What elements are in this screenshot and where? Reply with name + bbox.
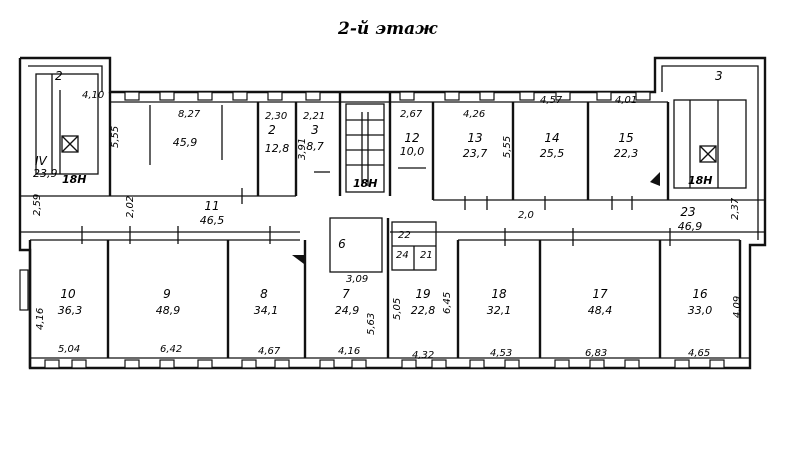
room-area: 10,0 bbox=[400, 145, 425, 158]
room-area: 12,8 bbox=[265, 142, 290, 155]
dimension-labels: 4,10 5,55 8,27 2,30 2,21 2,67 4,26 4,57 … bbox=[32, 90, 743, 361]
dimension: 4,65 bbox=[688, 348, 710, 359]
stair-label: 18Н bbox=[688, 174, 713, 187]
room-area: 33,0 bbox=[688, 304, 713, 317]
dimension: 3,09 bbox=[346, 274, 368, 285]
room-number: 12 bbox=[404, 131, 419, 145]
room-area: 24,9 bbox=[335, 304, 360, 317]
corner-labels: 2 3 bbox=[55, 69, 723, 83]
room-number: 18 bbox=[491, 287, 507, 301]
corner-label: 2 bbox=[55, 69, 63, 83]
room-number: 13 bbox=[467, 131, 482, 145]
dimension: 4,57 bbox=[540, 95, 563, 106]
side-window bbox=[19, 269, 29, 311]
room-number: 14 bbox=[544, 131, 559, 145]
dimension: 6,42 bbox=[160, 344, 182, 355]
dimension: 6,83 bbox=[585, 348, 607, 359]
room-number: 17 bbox=[592, 287, 608, 301]
dimension: 4,01 bbox=[615, 95, 637, 106]
corridor bbox=[20, 195, 765, 233]
room-area: 48,4 bbox=[588, 304, 613, 317]
room-area: 48,9 bbox=[156, 304, 181, 317]
room-area: 36,3 bbox=[58, 304, 83, 317]
room-area: 22,8 bbox=[411, 304, 436, 317]
dimension: 4,26 bbox=[463, 109, 485, 120]
corner-label: 3 bbox=[715, 69, 723, 83]
room-area: 46,5 bbox=[200, 214, 225, 227]
room-number: 3 bbox=[311, 123, 319, 137]
upper-room-labels: 45,9 2 12,8 3 8,7 11 46,5 12 10,0 13 23,… bbox=[33, 123, 702, 233]
dimension: 2,67 bbox=[400, 109, 423, 120]
room-area: 32,1 bbox=[487, 304, 512, 317]
dimension: 4,67 bbox=[258, 346, 281, 357]
dimension: 5,55 bbox=[502, 136, 513, 158]
room-area: 46,9 bbox=[678, 220, 703, 233]
dimension: 4,10 bbox=[82, 90, 104, 101]
room-area: 23,7 bbox=[463, 147, 488, 160]
center-staircase bbox=[345, 103, 385, 193]
plan-title: 2-й этаж bbox=[337, 19, 438, 39]
room-number: 16 bbox=[692, 287, 708, 301]
dimension: 8,27 bbox=[178, 109, 201, 120]
room-number: 2 bbox=[268, 123, 276, 137]
room-area: 45,9 bbox=[173, 136, 198, 149]
room-number: 15 bbox=[618, 131, 633, 145]
upper-room-walls bbox=[108, 92, 670, 201]
room-area: 22,3 bbox=[614, 147, 639, 160]
small-room-label: 24 bbox=[396, 250, 409, 261]
top-windows bbox=[124, 91, 651, 101]
dimension: 6,45 bbox=[442, 292, 453, 314]
dimension: 4,32 bbox=[412, 350, 434, 361]
room-area: 8,7 bbox=[306, 140, 324, 153]
stair-label: 18Н bbox=[353, 177, 378, 190]
left-staircase bbox=[35, 73, 99, 175]
room-number: 8 bbox=[260, 287, 268, 301]
dimension: 2,0 bbox=[518, 210, 534, 221]
dimension: 2,02 bbox=[125, 196, 136, 218]
room-number: 11 bbox=[204, 199, 219, 213]
dimension: 2,37 bbox=[730, 197, 741, 220]
room-area: 25,5 bbox=[540, 147, 565, 160]
dimension: 5,55 bbox=[110, 126, 121, 148]
lower-room-labels: 10 36,3 9 48,9 8 34,1 7 24,9 6 19 22,8 1… bbox=[58, 230, 713, 317]
dimension: 4,53 bbox=[490, 348, 512, 359]
door-marks bbox=[81, 167, 671, 264]
bottom-windows bbox=[44, 359, 725, 369]
dimension: 5,05 bbox=[392, 298, 403, 320]
small-room-label: 21 bbox=[420, 250, 433, 261]
dimension: 2,21 bbox=[303, 111, 325, 122]
room-area: 23,9 bbox=[33, 167, 58, 180]
room-number: IV bbox=[35, 154, 48, 168]
dimension: 4,16 bbox=[35, 308, 46, 330]
room-number: 19 bbox=[415, 287, 430, 301]
room-number: 7 bbox=[342, 287, 350, 301]
dimension: 5,04 bbox=[58, 344, 80, 355]
dimension: 3,91 bbox=[297, 138, 308, 160]
dimension: 4,16 bbox=[338, 346, 360, 357]
dimension: 2,30 bbox=[265, 111, 287, 122]
room-number: 9 bbox=[163, 287, 171, 301]
dimension: 4,09 bbox=[732, 296, 743, 318]
lower-room-walls bbox=[28, 217, 750, 368]
small-room-label: 22 bbox=[398, 230, 411, 241]
room-number: 23 bbox=[680, 205, 695, 219]
dimension: 2,59 bbox=[32, 194, 43, 216]
room-number: 6 bbox=[338, 237, 346, 251]
dimension: 5,63 bbox=[366, 313, 377, 335]
right-staircase bbox=[673, 99, 747, 189]
stair-labels: 18Н 18Н 18Н bbox=[62, 173, 713, 190]
room-area: 34,1 bbox=[254, 304, 279, 317]
stair-label: 18Н bbox=[62, 173, 87, 186]
room-number: 10 bbox=[60, 287, 76, 301]
